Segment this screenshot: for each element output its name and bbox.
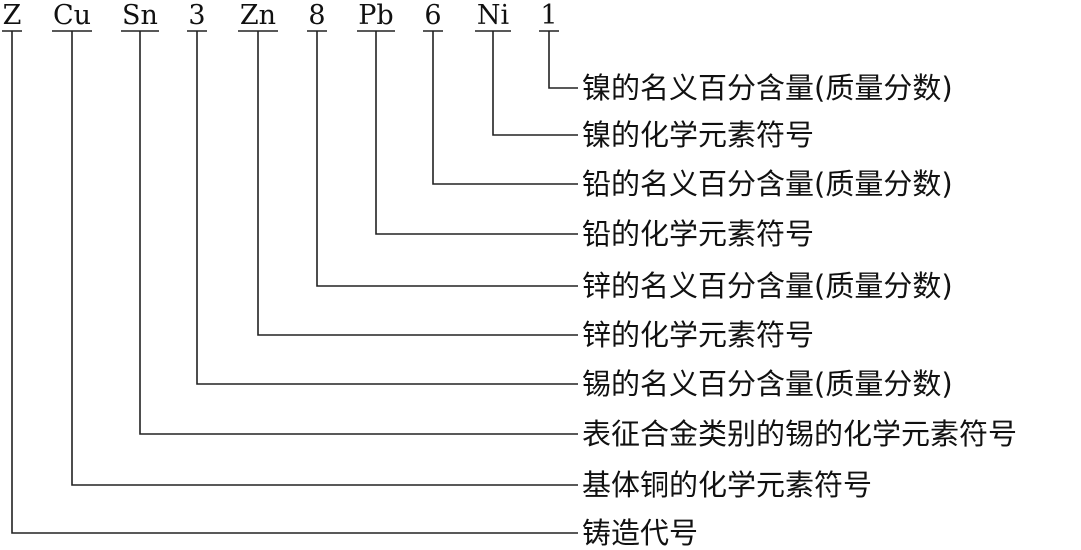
description-nickel-symbol: 镍的化学元素符号: [582, 118, 814, 152]
leader-cu: [71, 31, 578, 486]
description-tin-symbol: 表征合金类别的锡的化学元素符号: [582, 417, 1017, 451]
leader-8: [316, 31, 578, 287]
description-lead-symbol: 铅的化学元素符号: [582, 217, 814, 251]
leader-sn: [139, 31, 578, 435]
symbol-pb: Pb: [358, 0, 393, 31]
symbol-cu: Cu: [53, 0, 91, 31]
leader-zn: [257, 31, 578, 336]
description-zinc-symbol: 锌的化学元素符号: [582, 318, 814, 352]
description-tin-content: 锡的名义百分含量(质量分数): [582, 367, 953, 401]
symbol-1: 1: [540, 0, 557, 31]
leader-3: [196, 31, 578, 385]
symbol-sn: Sn: [122, 0, 158, 31]
leader-6: [432, 31, 578, 185]
leader-z: [11, 31, 578, 534]
symbol-8: 8: [308, 0, 325, 31]
description-zinc-content: 锌的名义百分含量(质量分数): [582, 269, 953, 303]
leader-ni: [492, 31, 578, 136]
leader-pb: [375, 31, 578, 235]
description-copper-symbol: 基体铜的化学元素符号: [582, 468, 872, 502]
leader-1: [548, 31, 578, 89]
symbol-zn: Zn: [240, 0, 276, 31]
symbol-3: 3: [188, 0, 205, 31]
description-lead-content: 铅的名义百分含量(质量分数): [582, 167, 953, 201]
symbol-z: Z: [3, 0, 22, 31]
description-casting-code: 铸造代号: [582, 516, 698, 550]
symbol-6: 6: [424, 0, 441, 31]
symbol-ni: Ni: [477, 0, 510, 31]
description-nickel-content: 镍的名义百分含量(质量分数): [582, 71, 953, 105]
